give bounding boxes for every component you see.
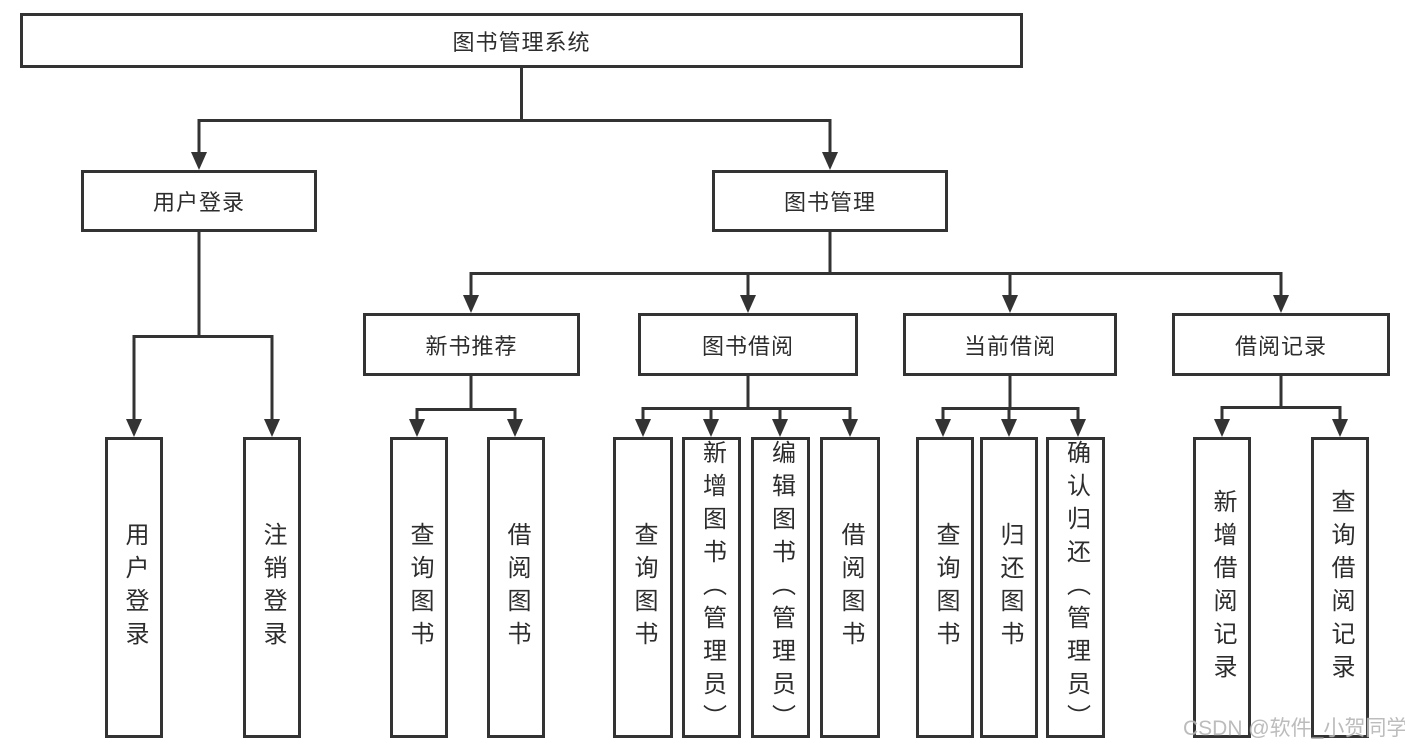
- leaf-cb-search-books: 查询图书: [916, 437, 974, 738]
- arrowhead-down-icon: [1070, 419, 1086, 437]
- connector-lines: [132, 68, 1342, 421]
- leaf-nb-borrow-books: 借阅图书: [487, 437, 545, 738]
- arrowhead-down-icon: [1001, 419, 1017, 437]
- arrowhead-down-icon: [842, 419, 858, 437]
- arrowheads-group: [126, 152, 1348, 437]
- arrowhead-down-icon: [507, 419, 523, 437]
- leaf-bb-add-books-admin-label: 新增图书（管理员）: [698, 440, 726, 737]
- arrowhead-down-icon: [264, 419, 280, 437]
- leaf-bb-borrow-books: 借阅图书: [820, 437, 880, 738]
- arrowhead-down-icon: [772, 419, 788, 437]
- leaf-nb-search-books-label: 查询图书: [406, 521, 433, 654]
- leaf-br-add-record: 新增借阅记录: [1193, 437, 1251, 738]
- leaf-br-add-record-label: 新增借阅记录: [1209, 488, 1236, 687]
- leaf-bb-add-books-admin: 新增图书（管理员）: [682, 437, 741, 738]
- arrowhead-down-icon: [1002, 295, 1018, 313]
- leaf-logout: 注销登录: [243, 437, 301, 738]
- leaf-cb-confirm-return-admin: 确认归还（管理员）: [1046, 437, 1105, 738]
- node-new-book-recommend: 新书推荐: [363, 313, 580, 376]
- leaf-user-login: 用户登录: [105, 437, 163, 738]
- arrowhead-down-icon: [1332, 419, 1348, 437]
- arrowhead-down-icon: [126, 419, 142, 437]
- node-borrow-records-label: 借阅记录: [1234, 333, 1327, 359]
- arrowhead-down-icon: [191, 152, 207, 170]
- leaf-br-search-record-label: 查询借阅记录: [1327, 488, 1354, 687]
- node-book-borrowing: 图书借阅: [638, 313, 858, 376]
- arrowhead-down-icon: [703, 419, 719, 437]
- leaf-bb-search-books-label: 查询图书: [630, 521, 657, 654]
- node-current-borrowing-label: 当前借阅: [963, 333, 1056, 359]
- leaf-bb-edit-books-admin: 编辑图书（管理员）: [751, 437, 810, 738]
- node-user-login-label: 用户登录: [152, 190, 245, 215]
- node-borrow-records: 借阅记录: [1172, 313, 1390, 376]
- leaf-bb-search-books: 查询图书: [613, 437, 673, 738]
- leaf-cb-confirm-return-admin-label: 确认归还（管理员）: [1062, 440, 1090, 737]
- csdn-watermark: CSDN @软件_小贺同学: [1183, 717, 1405, 740]
- arrowhead-down-icon: [740, 295, 756, 313]
- leaf-cb-return-books: 归还图书: [980, 437, 1038, 738]
- node-book-borrowing-label: 图书借阅: [701, 333, 794, 359]
- node-user-login: 用户登录: [81, 170, 317, 232]
- node-new-book-recommend-label: 新书推荐: [425, 333, 518, 359]
- node-book-management: 图书管理: [712, 170, 948, 232]
- leaf-nb-search-books: 查询图书: [390, 437, 448, 738]
- arrowhead-down-icon: [635, 419, 651, 437]
- node-root: 图书管理系统: [20, 13, 1023, 68]
- arrowhead-down-icon: [1273, 295, 1289, 313]
- leaf-cb-search-books-label: 查询图书: [932, 521, 959, 654]
- leaf-bb-edit-books-admin-label: 编辑图书（管理员）: [767, 440, 795, 737]
- leaf-logout-label: 注销登录: [259, 521, 286, 654]
- leaf-br-search-record: 查询借阅记录: [1311, 437, 1369, 738]
- arrowhead-down-icon: [822, 152, 838, 170]
- leaf-bb-borrow-books-label: 借阅图书: [837, 521, 864, 654]
- leaf-cb-return-books-label: 归还图书: [996, 521, 1023, 654]
- node-book-management-label: 图书管理: [783, 190, 876, 215]
- arrowhead-down-icon: [935, 419, 951, 437]
- arrowhead-down-icon: [1214, 419, 1230, 437]
- leaf-nb-borrow-books-label: 借阅图书: [503, 521, 530, 654]
- node-current-borrowing: 当前借阅: [903, 313, 1117, 376]
- node-root-label: 图书管理系统: [452, 29, 591, 55]
- arrowhead-down-icon: [409, 419, 425, 437]
- leaf-user-login-label: 用户登录: [121, 521, 148, 654]
- arrowhead-down-icon: [463, 295, 479, 313]
